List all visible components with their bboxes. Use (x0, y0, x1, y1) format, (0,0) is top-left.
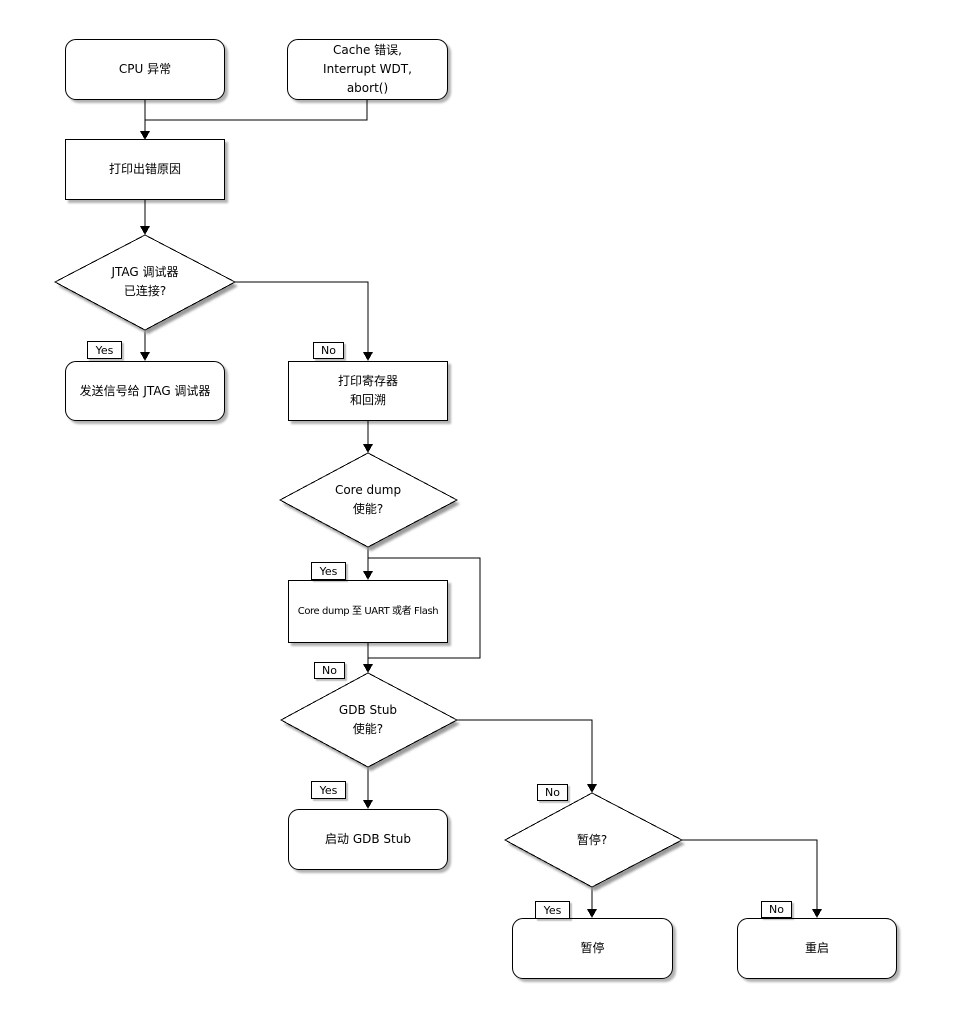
edge-label-coredump-no: No (314, 662, 345, 679)
decision-coredump-enabled-shape (278, 452, 459, 548)
arrowhead-gdbstub-diamond (363, 664, 373, 673)
node-reboot-label: 重启 (804, 941, 829, 955)
node-print-registers-label: 打印寄存器 和回溯 (337, 374, 398, 407)
node-print-reason-label: 打印出错原因 (108, 162, 181, 176)
edge-label-gdbstub-yes: Yes (311, 781, 346, 799)
edge-label-halt-yes: Yes (535, 901, 570, 919)
node-reboot: 重启 (737, 918, 897, 979)
arrowhead-send-signal (140, 352, 150, 361)
node-cpu-exception: CPU 异常 (65, 39, 225, 100)
edge-cache-to-print (145, 100, 368, 121)
arrowhead-halt-diamond (587, 784, 597, 793)
decision-halt-question-shape (503, 792, 684, 888)
node-cache-error-label: Cache 错误, Interrupt WDT, abort() (323, 43, 412, 95)
node-start-gdbstub-label: 启动 GDB Stub (325, 832, 411, 846)
node-halt-label: 暂停 (580, 941, 605, 955)
edge-halt-no (682, 839, 818, 910)
node-send-signal-jtag-label: 发送信号给 JTAG 调试器 (79, 383, 211, 398)
node-coredump-to-uart: Core dump 至 UART 或者 Flash (288, 580, 448, 643)
edge-jtag-no (235, 281, 369, 353)
arrowhead-reboot (812, 909, 822, 918)
arrowhead-start-gdbstub (363, 800, 373, 809)
node-cpu-exception-label: CPU 异常 (118, 62, 172, 76)
arrowhead-coredump-diamond (363, 444, 373, 453)
decision-jtag-connected-shape (53, 234, 237, 331)
node-cache-error: Cache 错误, Interrupt WDT, abort() (287, 39, 448, 100)
edge-label-gdbstub-no: No (537, 784, 568, 801)
node-print-registers: 打印寄存器 和回溯 (288, 361, 448, 421)
edge-gdbstub-no (456, 719, 593, 785)
node-coredump-to-uart-label: Core dump 至 UART 或者 Flash (297, 606, 439, 617)
arrowhead-halt (587, 909, 597, 918)
edge-label-halt-no: No (761, 901, 792, 918)
arrowhead-jtag (140, 226, 150, 235)
decision-gdbstub-enabled-shape (279, 672, 459, 768)
edge-label-jtag-yes: Yes (87, 341, 122, 359)
node-start-gdbstub: 启动 GDB Stub (288, 809, 448, 870)
arrowhead-coredump-uart (363, 571, 373, 580)
edge-coredump-no-bypass (368, 557, 481, 659)
node-send-signal-jtag: 发送信号给 JTAG 调试器 (65, 361, 225, 421)
node-halt: 暂停 (512, 918, 673, 979)
node-print-reason: 打印出错原因 (65, 139, 225, 200)
arrowhead-print-registers (363, 352, 373, 361)
edge-label-coredump-yes: Yes (311, 562, 346, 580)
edge-label-jtag-no: No (313, 342, 344, 359)
arrowhead-print-reason (140, 131, 150, 140)
